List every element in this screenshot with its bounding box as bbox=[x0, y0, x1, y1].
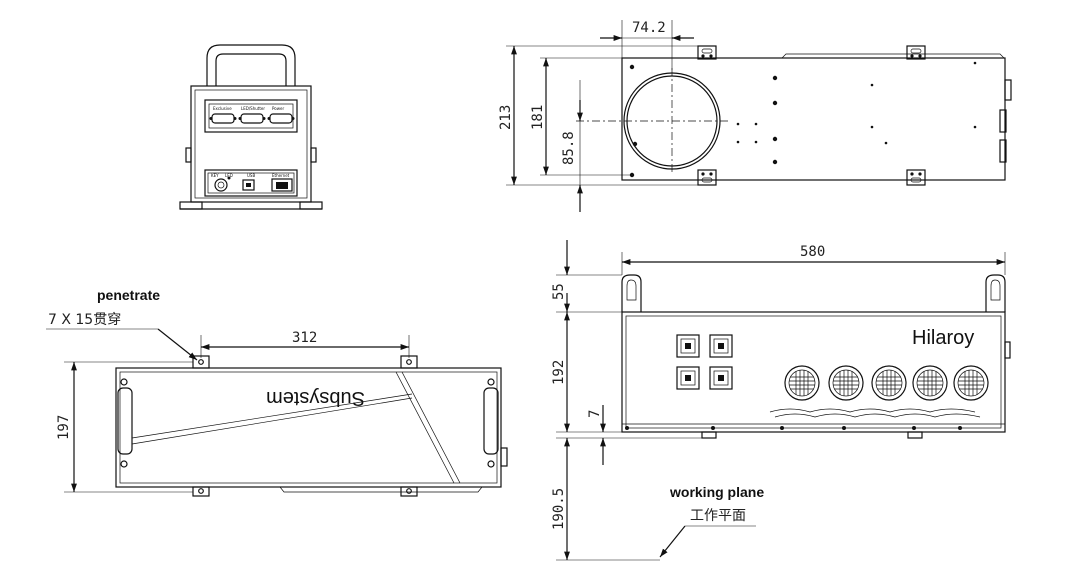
io-panel bbox=[204, 169, 298, 197]
db-connector bbox=[267, 113, 295, 124]
handle bbox=[985, 274, 1006, 312]
front-view: Exclusive LED/Shutter Power KEY LED USB … bbox=[179, 44, 323, 210]
dim-181: 181 bbox=[530, 105, 546, 130]
elevation-body bbox=[621, 311, 1006, 433]
ethernet-port bbox=[271, 178, 293, 192]
io-label: LED bbox=[225, 173, 233, 178]
brand-mirrored: Subsystem bbox=[266, 387, 365, 409]
mount-tab bbox=[697, 169, 717, 186]
dim-580: 580 bbox=[800, 244, 825, 260]
handle bbox=[621, 274, 642, 312]
top-view: 74.2 213 181 85.8 bbox=[498, 20, 1012, 212]
fan-icon bbox=[784, 365, 820, 401]
fan-icon bbox=[828, 365, 864, 401]
side-body bbox=[115, 367, 502, 488]
dim-197: 197 bbox=[56, 415, 72, 440]
connector-label: Power bbox=[272, 106, 284, 111]
brand-logo: Hilaroy bbox=[912, 327, 974, 349]
io-label: USB bbox=[247, 173, 255, 178]
penetrate-label: penetrate bbox=[97, 287, 160, 303]
penetrate-note: 7 X 15贯穿 bbox=[48, 312, 121, 328]
fan-row bbox=[784, 365, 989, 401]
usb-port bbox=[242, 179, 255, 191]
connector-label: LED/Shutter bbox=[241, 106, 265, 111]
io-label: KEY bbox=[211, 173, 219, 178]
io-label: Ethernet bbox=[272, 173, 290, 178]
mount-tab bbox=[697, 45, 717, 60]
working-plane-label: working plane bbox=[669, 484, 764, 500]
dim-213: 213 bbox=[498, 105, 514, 130]
db-connector bbox=[209, 113, 237, 124]
mount-tab bbox=[906, 45, 926, 60]
dim-85-8: 85.8 bbox=[561, 131, 577, 165]
fan-icon bbox=[953, 365, 989, 401]
front-body bbox=[190, 85, 312, 203]
top-body bbox=[621, 57, 1006, 181]
working-plane-cn: 工作平面 bbox=[690, 508, 746, 524]
dim-190-5: 190.5 bbox=[551, 488, 567, 530]
connector-label: Exclusive bbox=[213, 106, 232, 111]
dim-74-2: 74.2 bbox=[632, 20, 666, 36]
handle bbox=[206, 44, 296, 86]
vent-grid bbox=[676, 334, 733, 390]
dim-312: 312 bbox=[292, 330, 317, 346]
dim-7: 7 bbox=[587, 410, 603, 418]
fan-icon bbox=[912, 365, 948, 401]
dim-55: 55 bbox=[551, 283, 567, 300]
connector-panel bbox=[204, 99, 298, 133]
elevation-view: Hilaroy bbox=[551, 240, 1011, 561]
dim-192: 192 bbox=[551, 360, 567, 385]
fan-icon bbox=[871, 365, 907, 401]
db-connector bbox=[238, 113, 266, 124]
key-switch bbox=[214, 178, 228, 192]
mount-tab bbox=[906, 169, 926, 186]
side-view: penetrate 7 X 15贯穿 Subsystem bbox=[46, 287, 508, 497]
